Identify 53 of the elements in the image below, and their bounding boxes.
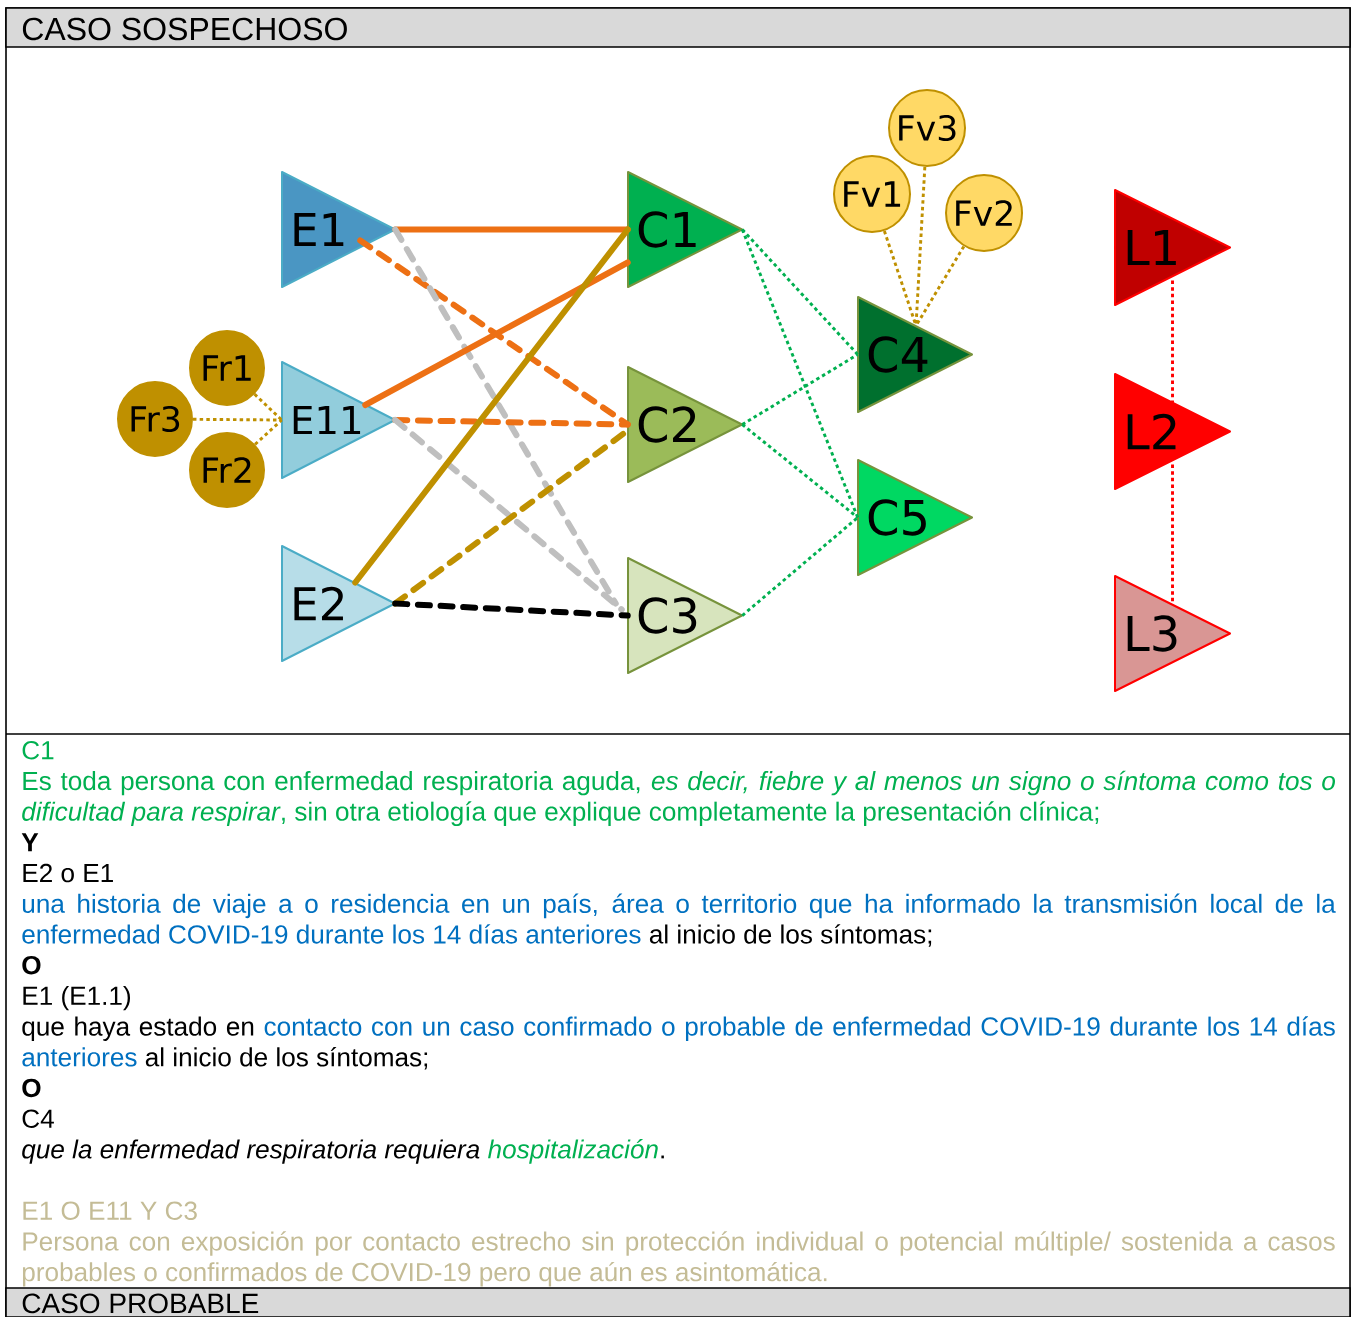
circle-node: Fv2 — [945, 174, 1023, 252]
paragraph: Es toda persona con enfermedad respiratoria aguda, es decir, fiebre y al menos un signo o síntoma como tos o dificultad para respirar, sin otra etiología que explique completamente la presentación clínica; — [22, 770, 1335, 827]
label: que haya estado en — [22, 1016, 254, 1041]
code-text: C4 — [22, 1109, 54, 1128]
triangle: L1 — [1114, 189, 1231, 306]
connector-line — [193, 417, 282, 422]
conjunction-text: O — [22, 955, 41, 975]
code-text: E1 O E11 Y C3 — [23, 1201, 197, 1220]
circle-node: Fr3 — [117, 381, 193, 457]
connector-line — [357, 237, 631, 428]
triangle: C1 — [627, 171, 743, 288]
connector-line — [392, 417, 631, 428]
connector-line — [914, 166, 927, 326]
triangle: C3 — [627, 557, 743, 674]
triangle: E1 — [281, 171, 396, 288]
connector-line — [392, 226, 619, 607]
conjunction-text: O — [22, 1078, 41, 1098]
connector-line — [741, 423, 859, 519]
code-text: E1 (E1.1) — [23, 985, 130, 1011]
triangle: E11 — [281, 361, 396, 479]
label: contacto con un caso confirmado o probable de enfermedad COVID-19 durante los 14 días — [264, 1016, 1335, 1041]
connector-line — [914, 245, 966, 327]
circle-node: Fv3 — [888, 89, 966, 167]
paragraph: que la enfermedad respiratoria requiera hospitalización. — [22, 1139, 664, 1164]
connector-line — [740, 228, 860, 519]
connector-line — [254, 418, 283, 446]
circle-node: Fr1 — [189, 330, 265, 406]
code-text: C1 — [22, 741, 54, 760]
triangle: L2 — [1114, 373, 1231, 490]
connector-line — [253, 393, 283, 422]
paragraph: una historia de viaje a o residencia en un país, área o territorio que ha informado la transmisión local de la enfermedad COVID-19 durante los 14 días anteriores al inicio de los síntomas; — [22, 893, 1336, 947]
paragraph: Persona con exposición por contacto estrecho sin protección individual o potencial múltiple/ sostenida a casos probables o confirmados de COVID-19 pero que aún es asintomática. — [22, 1231, 1335, 1287]
triangle: L3 — [1114, 575, 1231, 692]
label: al inicio de los síntomas; — [145, 1046, 428, 1070]
code-text: E2 o E1 — [23, 863, 113, 883]
connector-line — [741, 228, 859, 356]
header-bar: CASO SOSPECHOSO — [5, 7, 1351, 48]
circle-node: Fr2 — [189, 432, 265, 508]
triangle: E2 — [281, 545, 396, 662]
connector-line — [392, 600, 631, 619]
connector-line — [741, 353, 859, 426]
paragraph: que haya estado en contacto con un caso confirmado o probable de enfermedad COVID-19 durante los 14 días anteriores al inicio de los síntomas; — [22, 1016, 1335, 1070]
connector-line — [362, 259, 631, 408]
conjunction-text: Y — [21, 833, 39, 852]
connector-line — [352, 226, 631, 586]
triangle: C2 — [627, 366, 743, 483]
triangle: C5 — [857, 459, 973, 576]
connector-line — [741, 516, 859, 617]
label: anteriores — [22, 1047, 137, 1067]
header-bar: CASO PROBABLE — [5, 1287, 1351, 1317]
circle-node: Fv1 — [833, 155, 911, 233]
triangle: C4 — [857, 296, 973, 413]
connector-line — [1171, 280, 1174, 403]
